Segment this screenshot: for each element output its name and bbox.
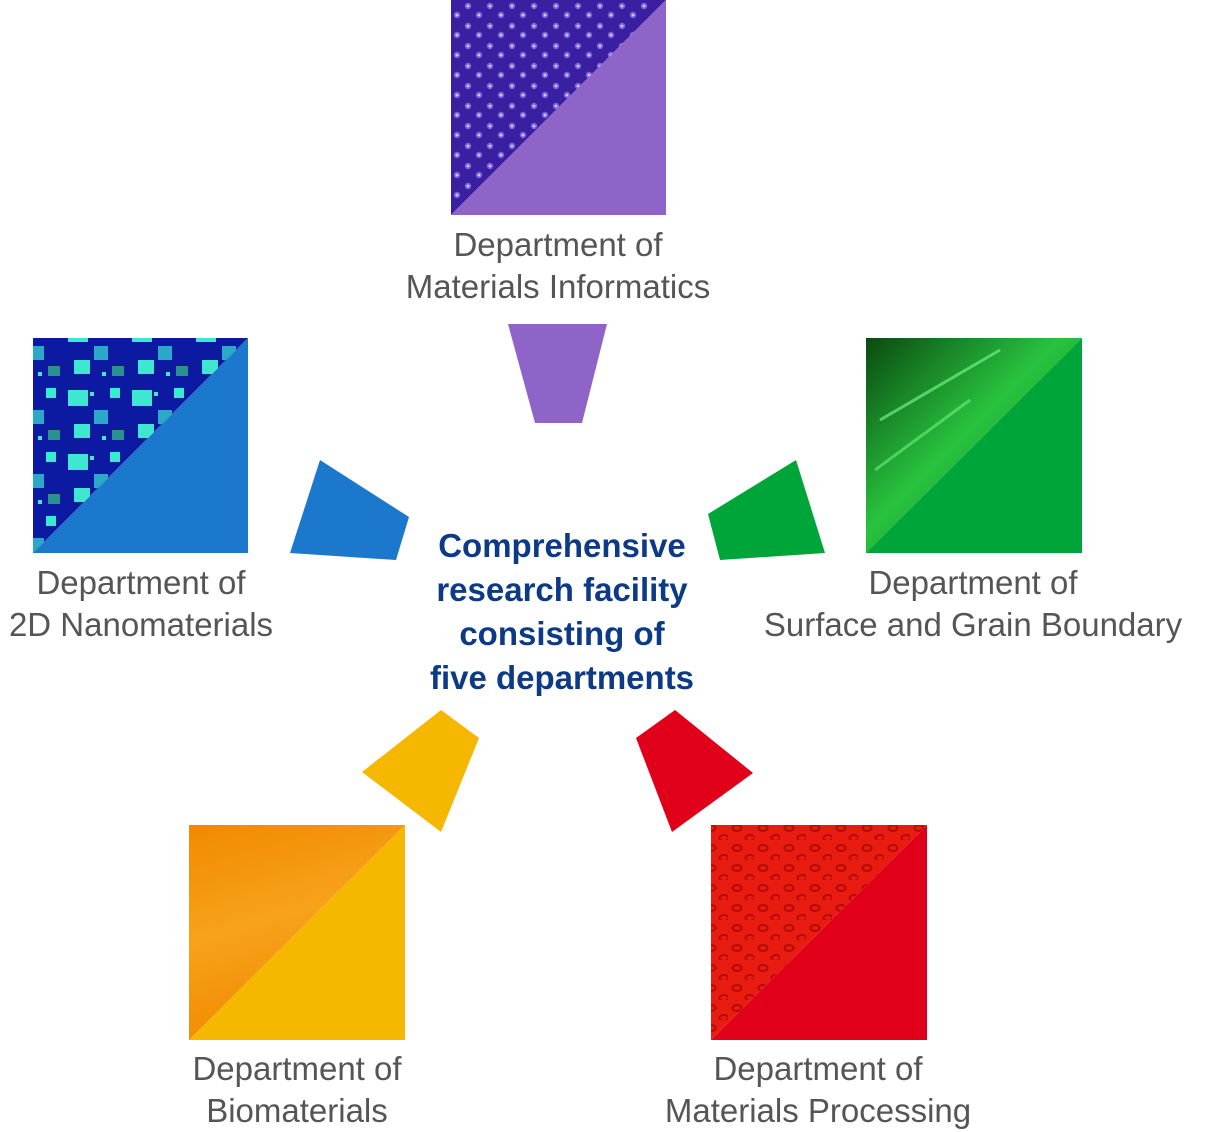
dept-materials-processing-tile [711, 825, 927, 1040]
dept-label-prefix: Department of [713, 1050, 923, 1087]
dept-materials-informatics-tile [451, 0, 666, 215]
bio-color-triangle [189, 825, 405, 1040]
dept-2d-nanomaterials-label: Department of 2D Nanomaterials [0, 562, 282, 646]
center-title-line: Comprehensive [438, 527, 686, 564]
nano-color-triangle [33, 338, 248, 553]
surface-connector [708, 460, 825, 560]
dept-surface-grain-boundary-label: Department of Surface and Grain Boundary [740, 562, 1206, 646]
dept-label-name: Surface and Grain Boundary [763, 606, 1183, 643]
dept-label-name: Materials Informatics [405, 268, 711, 305]
dept-biomaterials-label: Department of Biomaterials [147, 1048, 447, 1132]
processing-connector [636, 710, 753, 832]
dept-surface-grain-boundary-tile [866, 338, 1082, 553]
dept-biomaterials-tile [189, 825, 405, 1040]
dept-label-prefix: Department of [36, 564, 246, 601]
processing-color-triangle [711, 825, 927, 1040]
center-title-line: five departments [429, 659, 695, 696]
bio-connector [362, 710, 479, 832]
dept-2d-nanomaterials-tile [33, 338, 248, 553]
informatics-color-triangle [451, 0, 666, 215]
surface-color-triangle [866, 338, 1082, 553]
dept-label-name: 2D Nanomaterials [8, 606, 274, 643]
dept-label-name: Biomaterials [206, 1092, 388, 1129]
center-title: Comprehensive research facility consisti… [392, 524, 732, 700]
dept-label-prefix: Department of [868, 564, 1078, 601]
surface-streak [874, 398, 971, 472]
surface-streak [879, 348, 1001, 422]
dept-label-prefix: Department of [453, 226, 663, 263]
center-title-line: research facility [436, 571, 688, 608]
dept-materials-informatics-label: Department of Materials Informatics [358, 224, 758, 308]
dept-label-prefix: Department of [192, 1050, 402, 1087]
nano-connector [290, 460, 409, 560]
center-title-line: consisting of [459, 615, 665, 652]
informatics-connector [508, 324, 607, 423]
dept-label-name: Materials Processing [664, 1092, 972, 1129]
dept-materials-processing-label: Department of Materials Processing [628, 1048, 1008, 1132]
